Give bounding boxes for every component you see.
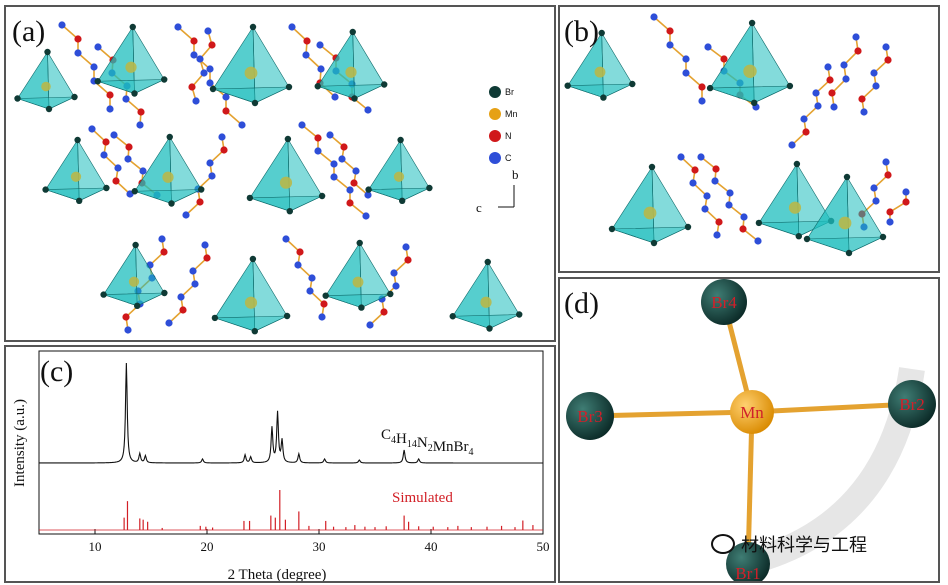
y-axis-label: Intensity (a.u.) xyxy=(12,399,28,487)
mnbr4-tetrahedron xyxy=(803,173,887,257)
svg-text:C: C xyxy=(505,153,512,163)
organic-cation xyxy=(366,243,412,329)
mnbr4-tetrahedron xyxy=(209,23,293,107)
axis-b-label: b xyxy=(512,167,519,182)
panel-d-label: (d) xyxy=(564,287,599,320)
svg-text:Br1: Br1 xyxy=(735,564,761,583)
atom-mn: Mn xyxy=(730,390,774,434)
plot-frame xyxy=(38,350,544,535)
x-axis-label: 2 Theta (degree) xyxy=(228,567,327,583)
panel-b-structure: (b) xyxy=(564,13,910,257)
legend-item-br: Br xyxy=(489,86,514,98)
series-measured-label: C4H14N2MnBr4 xyxy=(381,427,474,458)
mnbr4-tetrahedron xyxy=(449,258,523,332)
organic-cation xyxy=(326,131,372,199)
mnbr4-tetrahedron xyxy=(131,133,205,207)
organic-cation xyxy=(677,153,723,239)
svg-text:Br4: Br4 xyxy=(711,293,737,312)
organic-cation xyxy=(174,23,246,129)
panel-b: (b) xyxy=(558,5,940,273)
mnbr4-tetrahedron xyxy=(322,239,394,311)
mnbr4-tetrahedron xyxy=(365,136,433,204)
panel-a-tetrahedra xyxy=(14,23,523,335)
axes-indicator: b c xyxy=(476,167,519,215)
x-tick-label: 10 xyxy=(89,539,102,554)
organic-cation xyxy=(58,21,114,113)
svg-text:Mn: Mn xyxy=(505,109,518,119)
organic-cation xyxy=(650,13,706,105)
panel-b-tetrahedra xyxy=(564,19,887,257)
panel-a-label: (a) xyxy=(12,15,45,48)
mnbr4-tetrahedron xyxy=(608,163,692,247)
organic-cation xyxy=(858,43,892,116)
mnbr4-tetrahedron xyxy=(14,48,78,113)
mnbr4-tetrahedron xyxy=(314,28,388,102)
atom-br4: Br4 xyxy=(701,279,747,325)
axis-c-label: c xyxy=(476,200,482,215)
organic-cation xyxy=(828,33,862,111)
mnbr4-tetrahedron xyxy=(755,160,835,240)
legend-item-mn: Mn xyxy=(489,108,518,120)
mnbr4-tetrahedron: Br4 Br3 Br2 Br1 Mn (d) xyxy=(564,279,936,583)
svg-text:Mn: Mn xyxy=(740,403,764,422)
x-axis-ticks: 10 20 30 40 50 xyxy=(89,529,550,554)
svg-text:Br: Br xyxy=(505,87,514,97)
mnbr4-tetrahedron xyxy=(211,255,291,335)
panel-c: 10 20 30 40 50 C4H14N2MnBr4 Simulated 2 Thet… xyxy=(4,345,556,583)
atom-br1: Br1 xyxy=(726,542,770,583)
series-simulated-sticks xyxy=(39,490,543,531)
xrd-chart: 10 20 30 40 50 C4H14N2MnBr4 Simulated 2 Thet… xyxy=(12,350,550,583)
svg-text:N: N xyxy=(505,131,512,141)
atom-br2: Br2 xyxy=(888,380,936,428)
mnbr4-tetrahedron xyxy=(706,19,794,107)
panel-c-label: (c) xyxy=(40,355,73,388)
legend-item-c: C xyxy=(489,152,512,164)
x-tick-label: 20 xyxy=(201,539,214,554)
mnbr4-tetrahedron xyxy=(246,135,326,215)
x-tick-label: 30 xyxy=(313,539,326,554)
organic-cation xyxy=(188,27,216,105)
series-simulated-label: Simulated xyxy=(392,490,453,506)
x-tick-label: 40 xyxy=(425,539,438,554)
wechat-watermark: 材料科学与工程 xyxy=(711,528,931,560)
organic-cation xyxy=(788,63,834,149)
svg-text:Br3: Br3 xyxy=(577,407,603,426)
panel-b-label: (b) xyxy=(564,15,599,48)
series-measured-line xyxy=(39,362,543,464)
mnbr4-tetrahedron xyxy=(42,136,110,204)
watermark-text: 材料科学与工程 xyxy=(741,535,867,556)
x-tick-label: 50 xyxy=(537,539,550,554)
organic-cation xyxy=(886,188,910,226)
organic-cation xyxy=(697,153,762,245)
svg-text:Br2: Br2 xyxy=(899,395,925,414)
organic-cation xyxy=(282,235,328,321)
panel-d: Br4 Br3 Br2 Br1 Mn (d) xyxy=(558,277,940,583)
legend-item-n: N xyxy=(489,130,512,142)
organic-cation xyxy=(298,121,370,220)
organic-cation xyxy=(165,241,211,327)
atom-br3: Br3 xyxy=(566,392,614,440)
mnbr4-tetrahedron xyxy=(94,23,168,97)
wechat-icon xyxy=(711,534,735,554)
mnbr4-tetrahedron xyxy=(100,241,168,309)
mnbr4-tetrahedron xyxy=(564,29,636,101)
